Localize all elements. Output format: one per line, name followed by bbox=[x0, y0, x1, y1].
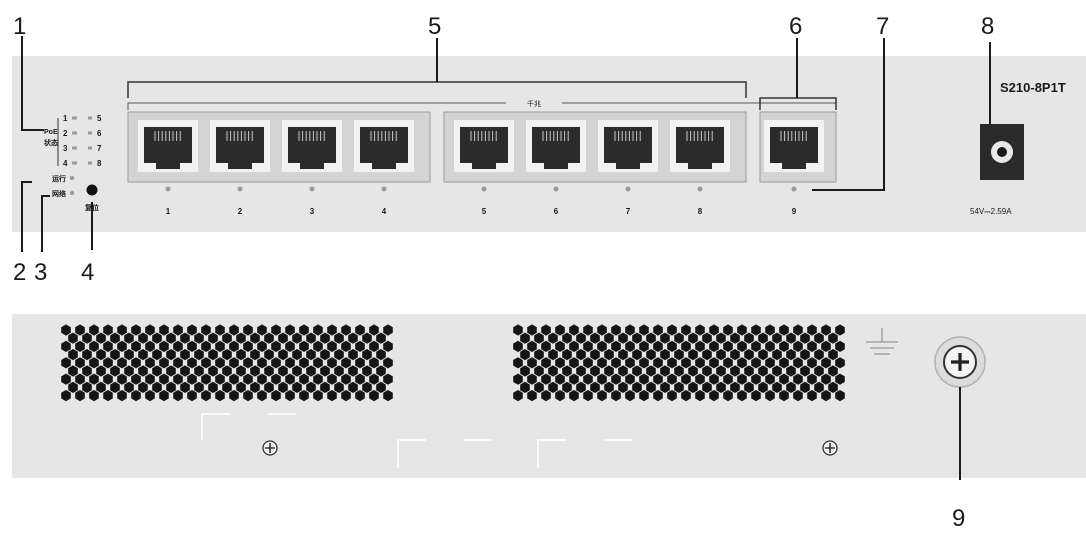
callout-9: 9 bbox=[952, 505, 965, 532]
poe-led bbox=[88, 116, 92, 120]
dc-power-jack bbox=[980, 124, 1024, 180]
reset-button bbox=[86, 184, 98, 196]
ethernet-port bbox=[670, 120, 730, 172]
model-label: S210-8P1T bbox=[1000, 80, 1066, 95]
ethernet-port bbox=[282, 120, 342, 172]
port-link-led bbox=[481, 186, 487, 192]
callout-8: 8 bbox=[981, 13, 994, 40]
callout-7: 7 bbox=[876, 13, 889, 40]
ethernet-port bbox=[454, 120, 514, 172]
port-number-label: 2 bbox=[238, 207, 243, 216]
ethernet-port bbox=[764, 120, 824, 172]
poe-led-number: 1 bbox=[63, 114, 68, 123]
poe-led bbox=[72, 131, 77, 135]
port-number-label: 7 bbox=[626, 207, 631, 216]
port-number-label: 4 bbox=[382, 207, 387, 216]
poe-led bbox=[72, 146, 77, 150]
port-link-led bbox=[381, 186, 387, 192]
callout-lines bbox=[21, 36, 991, 480]
port-number-label: 3 bbox=[310, 207, 315, 216]
vent-grille-left bbox=[61, 324, 393, 402]
port-number-label: 8 bbox=[698, 207, 703, 216]
run-led bbox=[69, 175, 75, 181]
poe-led-number: 7 bbox=[97, 144, 102, 153]
port-link-led bbox=[165, 186, 171, 192]
port-number-label: 5 bbox=[482, 207, 487, 216]
callout-numbers: 1 2 3 4 5 6 7 8 9 bbox=[13, 13, 994, 532]
poe-label-line1: PoE bbox=[44, 129, 58, 136]
callout-1: 1 bbox=[13, 13, 26, 40]
port-number-label: 6 bbox=[554, 207, 559, 216]
port-link-led bbox=[237, 186, 243, 192]
vent-grille-right bbox=[513, 324, 845, 402]
run-led-label: 运行 bbox=[52, 174, 66, 183]
poe-led bbox=[88, 131, 92, 135]
poe-led-number: 2 bbox=[63, 129, 68, 138]
port-number-label: 9 bbox=[792, 207, 797, 216]
poe-led bbox=[72, 116, 77, 120]
poe-status-leds: 1 5 2 6 3 7 4 8 bbox=[63, 114, 102, 168]
callout-2: 2 bbox=[13, 259, 26, 286]
ethernet-port bbox=[526, 120, 586, 172]
callout-4: 4 bbox=[81, 259, 94, 286]
port-group-label: 千兆 bbox=[527, 99, 541, 108]
power-rating-label: 54V⎓2.59A bbox=[970, 207, 1012, 216]
ethernet-port bbox=[138, 120, 198, 172]
callout-5: 5 bbox=[428, 13, 441, 40]
poe-led bbox=[72, 161, 77, 165]
port-link-led bbox=[697, 186, 703, 192]
poe-led-number: 8 bbox=[97, 159, 102, 168]
port-link-led bbox=[553, 186, 559, 192]
ethernet-port bbox=[354, 120, 414, 172]
port-number-label: 1 bbox=[166, 207, 171, 216]
panel-seams bbox=[201, 413, 632, 468]
callout-3: 3 bbox=[34, 259, 47, 286]
network-led-label: 网络 bbox=[52, 189, 66, 198]
poe-led-number: 5 bbox=[97, 114, 102, 123]
poe-led bbox=[88, 146, 92, 150]
ethernet-ports: 1 2 3 4 5 6 7 8 9 bbox=[138, 120, 824, 216]
poe-led-number: 4 bbox=[63, 159, 68, 168]
screw-icon bbox=[822, 440, 838, 456]
ethernet-port bbox=[210, 120, 270, 172]
poe-led-number: 3 bbox=[63, 144, 68, 153]
poe-label-line2: 状态 bbox=[44, 138, 58, 147]
port-link-led bbox=[791, 186, 797, 192]
ethernet-port bbox=[598, 120, 658, 172]
network-led bbox=[69, 190, 75, 196]
ground-screw-icon bbox=[934, 336, 986, 388]
ground-symbol-icon bbox=[866, 328, 898, 355]
port-link-led bbox=[625, 186, 631, 192]
callout-6: 6 bbox=[789, 13, 802, 40]
poe-led-number: 6 bbox=[97, 129, 102, 138]
poe-led bbox=[88, 161, 92, 165]
screw-icon bbox=[262, 440, 278, 456]
port-link-led bbox=[309, 186, 315, 192]
